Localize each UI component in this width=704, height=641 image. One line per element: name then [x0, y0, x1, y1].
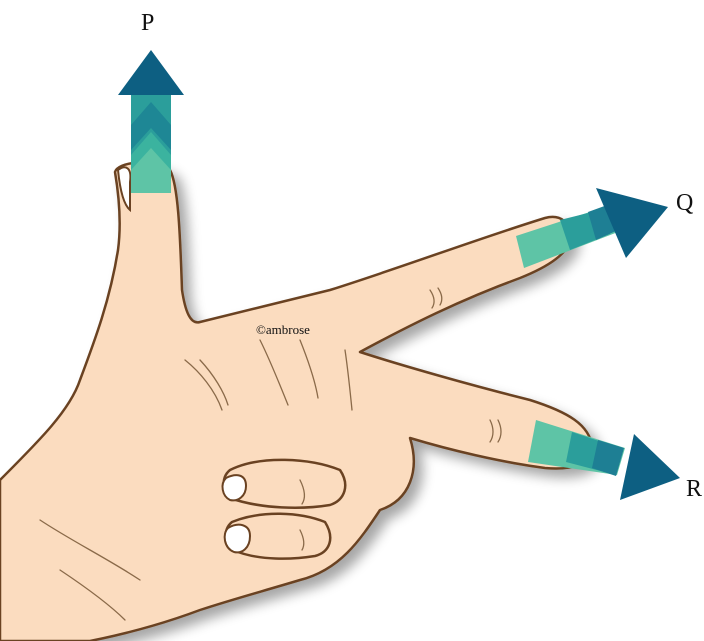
hand [0, 163, 592, 641]
ring-nail [223, 475, 246, 500]
label-r: R [686, 476, 702, 502]
little-nail [225, 525, 250, 553]
label-q: Q [676, 190, 693, 216]
arrow-r [528, 420, 680, 500]
watermark: ©ambrose [256, 322, 310, 337]
label-p: P [141, 10, 154, 36]
